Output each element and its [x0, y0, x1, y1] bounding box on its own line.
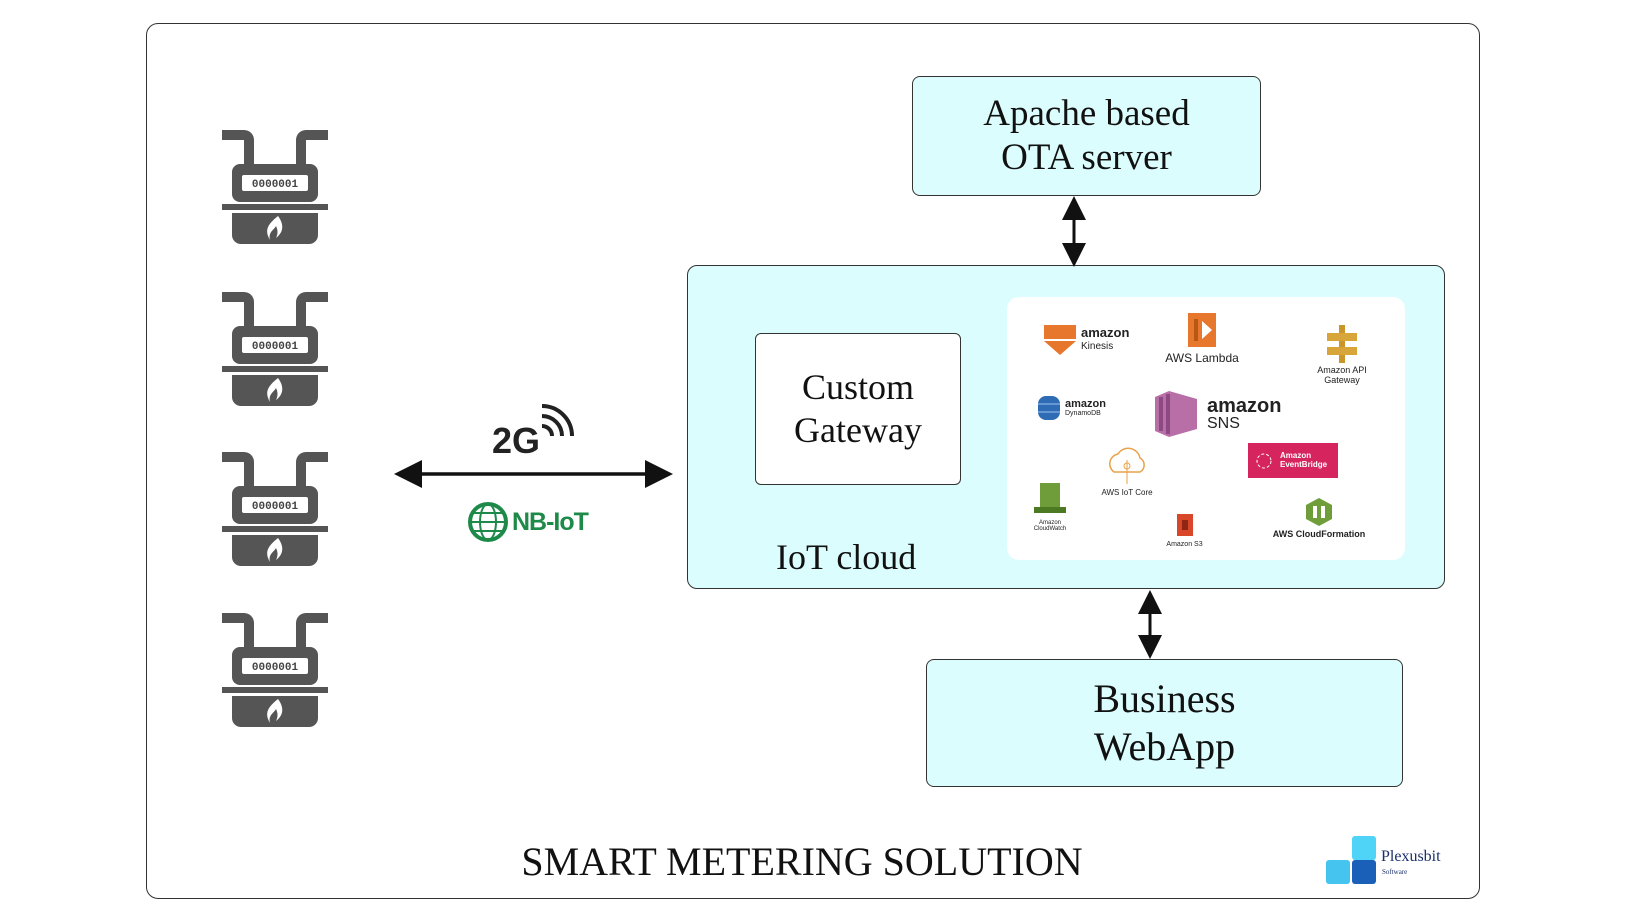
- dynamodb-brand: amazon: [1065, 398, 1106, 411]
- nb-iot-label: NB-IoT: [512, 507, 589, 536]
- webapp-line2: WebApp: [1093, 724, 1236, 769]
- ota-line2: OTA server: [1001, 137, 1172, 178]
- cloudformation-label: AWS CloudFormation: [1272, 528, 1366, 539]
- gas-meter-icon: 0000001: [222, 613, 328, 727]
- sns-name: SNS: [1207, 415, 1240, 432]
- dynamodb-name: DynamoDB: [1065, 410, 1101, 418]
- dynamodb-icon: [1038, 396, 1060, 420]
- meter-reading: 0000001: [252, 179, 299, 191]
- nb-iot-logo: NB-IoT: [468, 500, 589, 544]
- signal-icon: [541, 404, 574, 437]
- s3-label: Amazon S3: [1166, 540, 1203, 548]
- gateway-line1: Custom: [801, 366, 915, 407]
- 2g-label: 2G: [492, 420, 541, 461]
- sns-icon: [1155, 391, 1197, 437]
- logo-name: Plexusbit: [1381, 848, 1441, 865]
- s3-service: Amazon S3: [1162, 512, 1207, 548]
- plexusbit-logo: Plexusbit Software: [1326, 836, 1456, 886]
- eventbridge-icon: [1256, 453, 1272, 468]
- iot-core-label: AWS IoT Core: [1101, 487, 1153, 497]
- api-gateway-label2: Gateway: [1324, 374, 1360, 385]
- meter-reading: 0000001: [252, 662, 299, 674]
- ota-line1: Apache based: [983, 92, 1190, 134]
- logo-sub: Software: [1382, 868, 1408, 876]
- cloudformation-icon: [1306, 498, 1332, 526]
- kinesis-brand: amazon: [1081, 325, 1130, 341]
- gas-meter-icon: 0000001: [222, 452, 328, 566]
- api-gateway-icon: [1327, 325, 1357, 363]
- cloudwatch-label2: CloudWatch: [1033, 526, 1067, 533]
- iot-core-service: AWS IoT Core: [1087, 442, 1167, 498]
- kinesis-name: Kinesis: [1081, 340, 1114, 352]
- cloudwatch-label1: Amazon: [1038, 519, 1061, 526]
- lambda-label: AWS Lambda: [1165, 350, 1239, 365]
- cloudwatch-icon: [1034, 483, 1066, 513]
- diagram-title: SMART METERING SOLUTION: [521, 839, 1083, 884]
- gas-meter-icon: 0000001: [222, 130, 328, 244]
- lambda-icon: [1188, 313, 1216, 347]
- globe-icon: [468, 502, 508, 542]
- meter-reading: 0000001: [252, 501, 299, 513]
- gateway-line2: Gateway: [794, 410, 922, 450]
- eventbridge-label1: Amazon: [1280, 450, 1312, 460]
- iot-core-icon: [1109, 447, 1145, 484]
- api-gateway-label1: Amazon API: [1317, 364, 1367, 375]
- webapp-line1: Business: [1093, 676, 1236, 721]
- sns-brand: amazon: [1207, 395, 1282, 417]
- meter-reading: 0000001: [252, 341, 299, 353]
- gas-meter-icon: 0000001: [222, 292, 328, 406]
- plexusbit-blocks-icon: [1326, 836, 1376, 884]
- kinesis-icon: [1044, 325, 1076, 355]
- iot-cloud-label: IoT cloud: [776, 537, 917, 577]
- eventbridge-label2: EventBridge: [1280, 459, 1328, 469]
- diagram-frame: [146, 23, 1480, 899]
- s3-icon: [1176, 514, 1193, 536]
- lambda-service: AWS Lambda: [1157, 311, 1247, 365]
- cloudformation-service: AWS CloudFormation: [1269, 497, 1369, 540]
